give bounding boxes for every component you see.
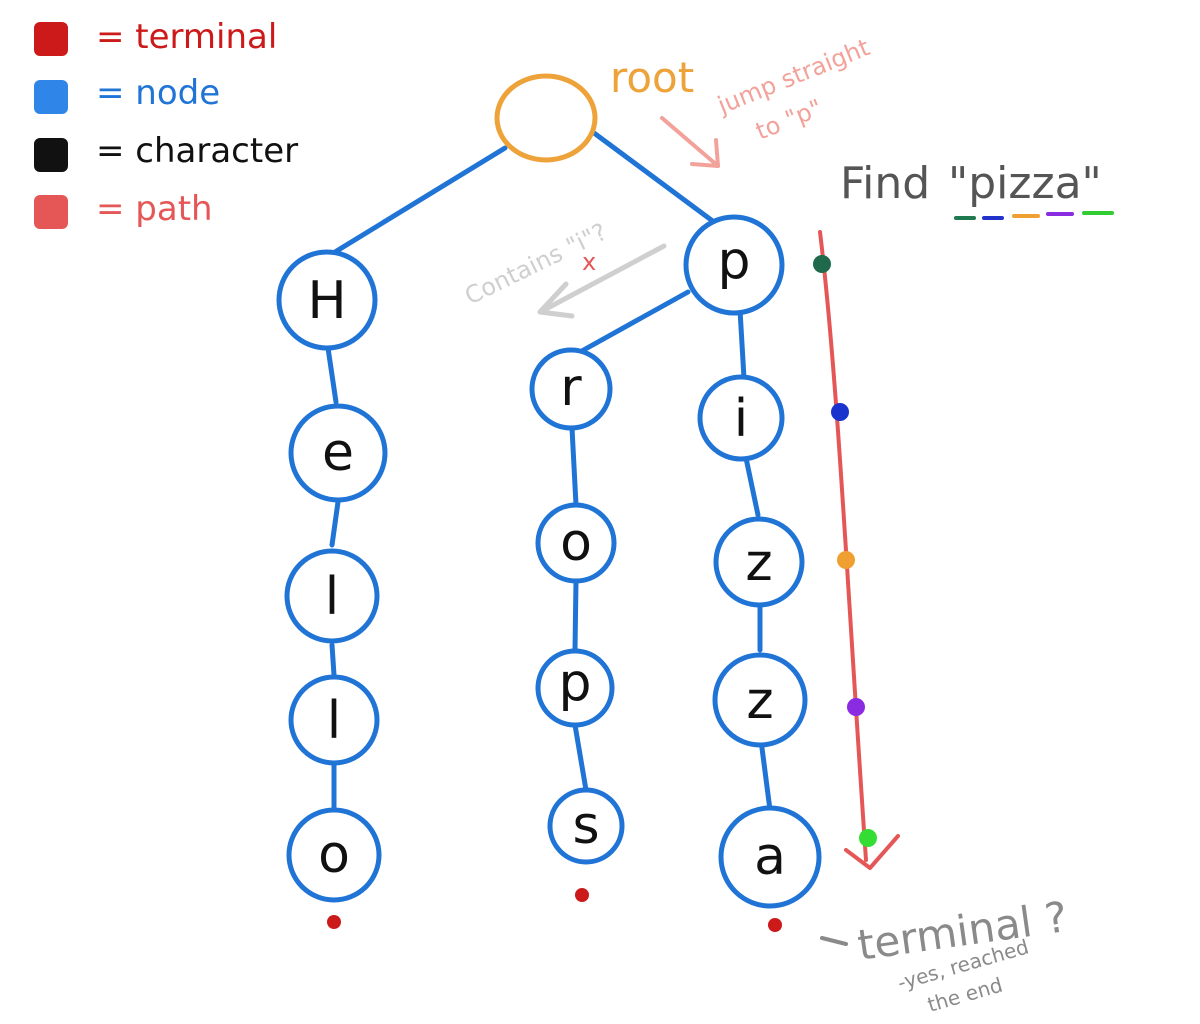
- root-node: [494, 73, 598, 163]
- path-dot-p: [813, 255, 831, 273]
- node-o1: [286, 807, 382, 903]
- contains-arrow-head: [537, 281, 575, 319]
- terminal-dot-rops: [575, 888, 589, 902]
- edge-r-o: [569, 425, 579, 508]
- terminal-dot-hello: [327, 915, 341, 929]
- char-s: s: [572, 796, 599, 856]
- legend-terminal-label: = terminal: [96, 17, 277, 57]
- node-characters: H e l l o r o p s p i z z a: [307, 231, 785, 887]
- char-p1: p: [717, 231, 750, 291]
- node-a: [718, 805, 822, 909]
- char-h: H: [307, 271, 346, 331]
- search-path-line: [818, 230, 868, 862]
- char-r: r: [560, 358, 582, 418]
- node-o2: [535, 502, 617, 584]
- branch-hello: [276, 249, 388, 903]
- legend: = terminal = node = character = path: [34, 17, 298, 229]
- char-p2: p: [558, 653, 591, 713]
- node-e: [288, 403, 388, 503]
- terminal-markers: [327, 888, 782, 932]
- node-z1: [713, 516, 805, 608]
- char-l2: l: [327, 691, 341, 751]
- edge-l-l: [329, 642, 337, 678]
- char-o1: o: [318, 825, 350, 885]
- jump-arrow-head: [690, 138, 720, 168]
- legend-node-label: = node: [96, 73, 220, 113]
- jump-arrow-shaft: [660, 116, 720, 168]
- node-r: [529, 347, 613, 431]
- edge-p-r: [577, 289, 691, 355]
- path-dot-z2: [847, 698, 865, 716]
- contains-arrow-shaft: [541, 243, 667, 313]
- contains-note: Contains "i"? x: [460, 218, 667, 319]
- terminal-dot-pizza: [768, 918, 782, 932]
- legend-path-swatch: [34, 195, 68, 229]
- path-dot-z1: [837, 551, 855, 569]
- edge-h-e: [325, 345, 339, 405]
- branch-rops: [529, 347, 625, 865]
- find-word: "pizza": [948, 158, 1102, 209]
- legend-character-label: = character: [96, 131, 298, 171]
- char-a: a: [754, 827, 786, 887]
- node-p2: [535, 648, 615, 728]
- edge-e-l: [329, 499, 341, 548]
- root-label: root: [610, 53, 694, 102]
- node-i: [697, 374, 785, 462]
- char-i: i: [734, 389, 748, 449]
- x-mark: x: [582, 248, 596, 276]
- edge-p-s: [572, 722, 589, 793]
- path-dot-a: [859, 829, 877, 847]
- find-prefix: Find: [840, 158, 930, 209]
- char-o2: o: [560, 513, 592, 573]
- char-e: e: [322, 423, 354, 483]
- char-z2: z: [746, 671, 773, 731]
- search-path-arrowhead: [844, 834, 900, 870]
- node-l1: [284, 548, 380, 644]
- legend-path-label: = path: [96, 189, 213, 229]
- edge-root-h: [332, 145, 508, 255]
- path-dot-i: [831, 403, 849, 421]
- node-h: [276, 249, 378, 351]
- edge-p-i: [737, 307, 747, 381]
- terminal-note-dash: [820, 936, 848, 946]
- node-z2: [712, 652, 808, 748]
- edge-i-z: [743, 455, 761, 518]
- find-underline: [954, 211, 1114, 220]
- node-l2: [288, 674, 380, 766]
- legend-character-swatch: [34, 138, 68, 172]
- legend-terminal-swatch: [34, 22, 68, 56]
- branch-pizza: [683, 214, 822, 909]
- terminal-note: terminal ? -yes, reached the end: [820, 892, 1070, 1017]
- search-path: [813, 230, 900, 870]
- edge-root-p: [587, 127, 721, 228]
- node-s: [547, 787, 625, 865]
- find-heading: Find "pizza": [840, 158, 1114, 220]
- node-p1: [683, 214, 785, 316]
- char-z1: z: [745, 533, 772, 593]
- char-l1: l: [325, 567, 339, 627]
- trie-edges: [325, 127, 773, 813]
- legend-node-swatch: [34, 80, 68, 114]
- edge-o-p: [572, 577, 579, 653]
- edge-z-a: [759, 745, 773, 813]
